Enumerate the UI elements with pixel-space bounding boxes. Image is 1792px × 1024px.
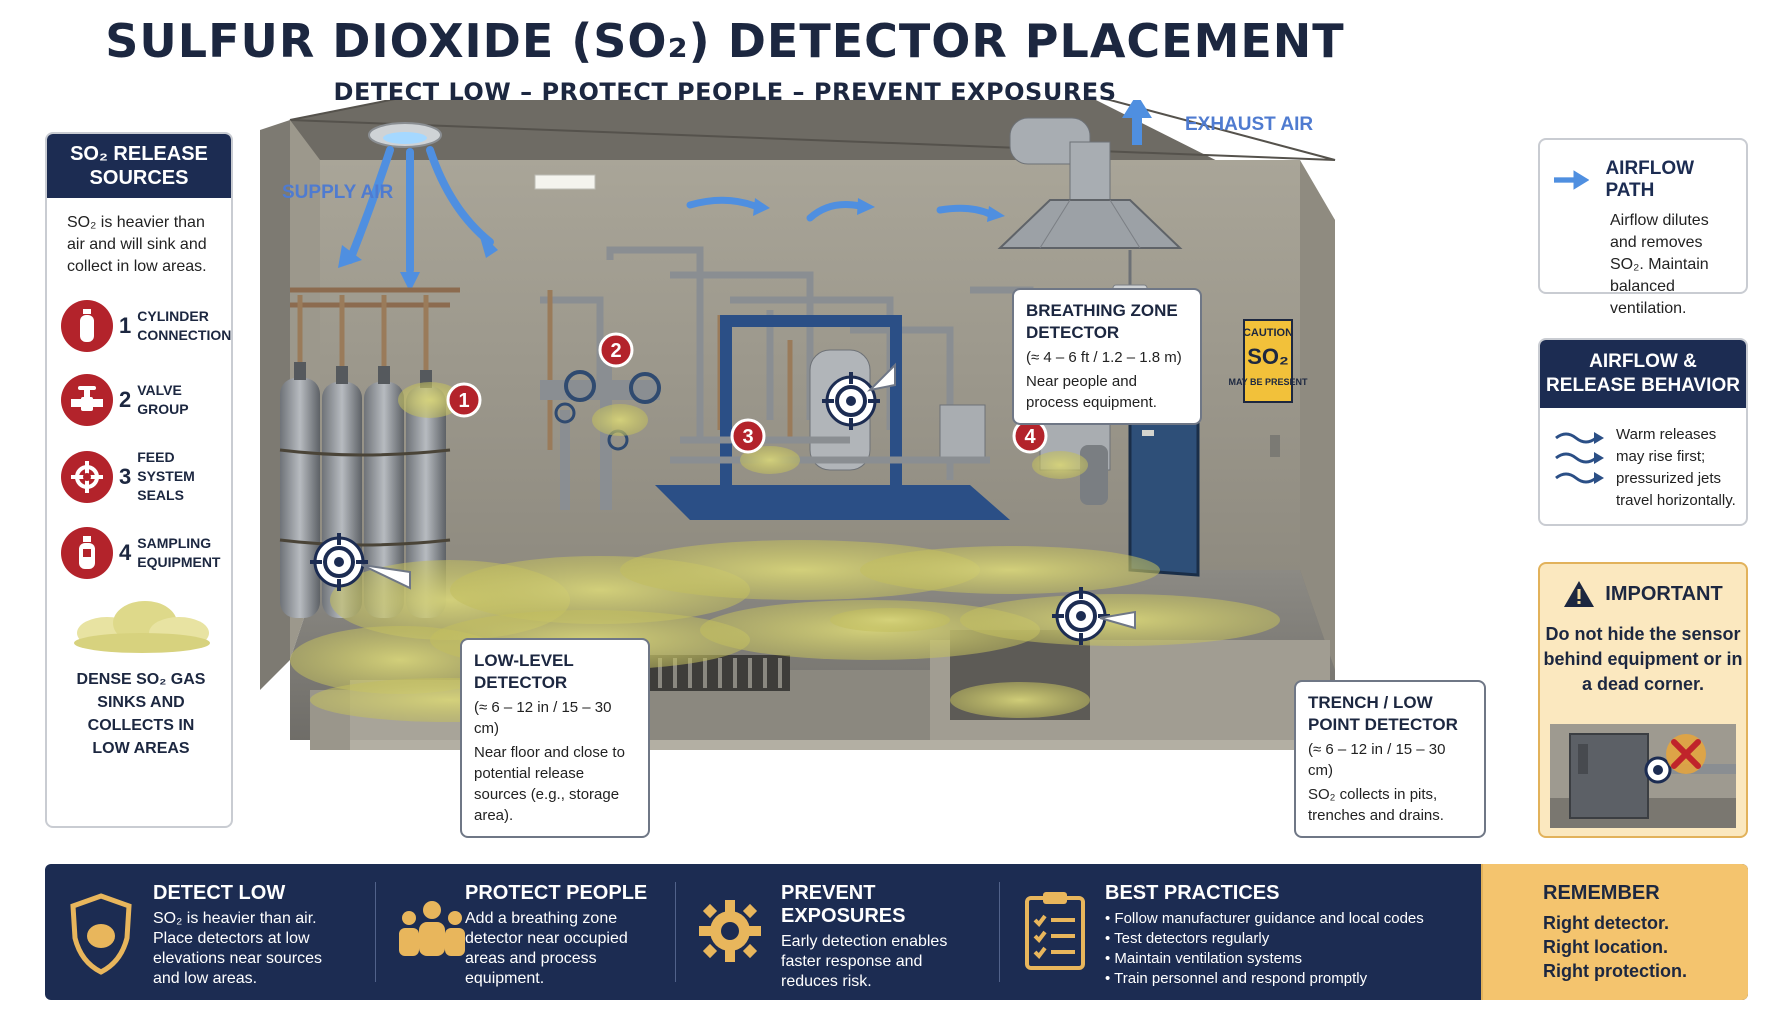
remember-line: Right protection. [1543,961,1687,981]
important-panel: IMPORTANT Do not hide the sensor behind … [1538,562,1748,838]
prevent-exposures-desc: Early detection enables faster response … [781,933,948,990]
marker-number: 4 [1024,426,1036,448]
gear-icon [699,900,761,962]
trench-callout: TRENCH / LOW POINT DETECTOR (≈ 6 – 12 in… [1294,680,1486,838]
source-label: CYLINDER CONNECTIONS [137,308,233,343]
release-behavior-title: AIRFLOW & RELEASE BEHAVIOR [1540,340,1746,408]
caution-sign: CAUTION SO₂ MAY BE PRESENT [1228,319,1308,403]
wavy-arrows-icon [1555,432,1604,484]
sampling-icon [61,527,113,579]
low-level-desc: Near floor and close to potential releas… [474,744,625,824]
red-x-icon [1671,739,1701,769]
release-behavior-desc: Warm releases may rise first; pressurize… [1616,426,1736,509]
airflow-path-title: AIRFLOW PATH [1605,158,1695,201]
trench-range: (≈ 6 – 12 in / 15 – 30 cm) [1308,741,1446,779]
valve-icon [61,374,113,426]
trench-title: TRENCH / LOW POINT DETECTOR [1308,693,1458,734]
supply-air-label: SUPPLY AIR [282,182,394,203]
detect-low-title: DETECT LOW [153,882,286,904]
protect-people-title: PROTECT PEOPLE [465,882,648,904]
release-behavior-panel: AIRFLOW & RELEASE BEHAVIOR Warm releases… [1538,338,1748,526]
detect-low-section: DETECT LOW SO₂ is heavier than air. Plac… [153,864,353,1000]
best-practice-item: • Maintain ventilation systems [1105,950,1302,967]
bottom-summary-bar: DETECT LOW SO₂ is heavier than air. Plac… [45,864,1748,1000]
breathing-zone-title: BREATHING ZONE DETECTOR [1026,301,1178,342]
remember-line: Right location. [1543,937,1668,957]
clipboard-icon [1025,892,1085,970]
low-level-range: (≈ 6 – 12 in / 15 – 30 cm) [474,699,612,737]
source-item-4: 4 SAMPLING EQUIPMENT [61,527,220,579]
airflow-path-panel: AIRFLOW PATH Airflow dilutes and removes… [1538,138,1748,317]
remember-section: REMEMBER Right detector. Right location.… [1481,864,1748,1000]
seal-icon [61,450,113,503]
best-practices-title: BEST PRACTICES [1105,882,1280,904]
warning-icon [1564,581,1595,607]
source-marker-2: 2 [598,332,634,368]
airflow-path-desc: Airflow dilutes and removes SO₂. Maintai… [1610,212,1709,317]
shield-icon [70,893,132,975]
breathing-zone-desc: Near people and process equipment. [1026,373,1157,411]
source-marker-3: 3 [730,418,766,454]
so2-gas-cloud [290,382,1280,722]
important-desc: Do not hide the sensor behind equipment … [1543,624,1743,694]
source-item-1: 1 CYLINDER CONNECTIONS [61,300,231,352]
gas-cloud-icon [74,601,210,653]
remember-title: REMEMBER [1543,882,1660,904]
source-label: SAMPLING EQUIPMENT [137,535,221,570]
source-item-2: 2 VALVE GROUP [61,374,215,426]
source-number: 4 [119,540,132,565]
cylinder-icon [61,300,113,352]
trench-detector-icon [1052,587,1110,645]
source-number: 3 [119,463,132,489]
marker-number: 1 [458,390,469,412]
arrow-right-icon [1554,170,1590,190]
protect-people-section: PROTECT PEOPLE Add a breathing zone dete… [465,864,655,1000]
trench-desc: SO₂ collects in pits, trenches and drain… [1308,786,1444,824]
room-scene: SUPPLY AIR EXHAUST AIR [250,91,1530,868]
best-practice-item: • Follow manufacturer guidance and local… [1105,910,1424,927]
source-label: FEED SYSTEM SEALS [137,449,195,503]
caution-sign-line3: MAY BE PRESENT [1228,377,1308,387]
low-level-callout: LOW-LEVEL DETECTOR (≈ 6 – 12 in / 15 – 3… [460,638,650,838]
source-item-3: 3 FEED SYSTEM SEALS [61,448,215,505]
important-title: IMPORTANT [1605,582,1723,605]
best-practice-item: • Train personnel and respond promptly [1105,970,1368,987]
source-label: VALVE GROUP [137,382,189,417]
exhaust-hood [997,117,1183,249]
protect-people-desc: Add a breathing zone detector near occup… [465,910,628,987]
hidden-sensor-image [1550,724,1736,828]
people-icon [399,901,465,956]
low-level-title: LOW-LEVEL DETECTOR [474,651,574,692]
marker-number: 3 [742,426,753,448]
best-practice-item: • Test detectors regularly [1105,930,1270,947]
release-sources-footer: DENSE SO₂ GAS SINKS AND COLLECTS IN LOW … [76,671,206,757]
detect-low-desc: SO₂ is heavier than air. Place detectors… [153,910,322,987]
exhaust-air-label: EXHAUST AIR [1185,114,1313,135]
breathing-zone-callout: BREATHING ZONE DETECTOR (≈ 4 – 6 ft / 1.… [1012,288,1202,425]
page-title: SULFUR DIOXIDE (SO₂) DETECTOR PLACEMENT [105,14,1345,68]
breathing-zone-detector-icon [822,372,880,430]
source-marker-1: 1 [446,382,482,418]
breathing-zone-range: (≈ 4 – 6 ft / 1.2 – 1.8 m) [1026,349,1182,366]
prevent-exposures-section: PREVENT EXPOSURES Early detection enable… [781,864,981,1000]
source-number: 1 [119,313,132,338]
low-level-detector-icon [310,533,368,591]
release-sources-panel: SO₂ RELEASE SOURCES SO₂ is heavier than … [45,132,233,828]
release-sources-intro: SO₂ is heavier than air and will sink an… [67,214,207,275]
prevent-exposures-title: PREVENT EXPOSURES [781,882,906,927]
marker-number: 2 [610,340,621,362]
caution-sign-line1: CAUTION [1243,327,1293,339]
release-sources-title: SO₂ RELEASE SOURCES [47,134,231,198]
best-practices-section: BEST PRACTICES • Follow manufacturer gui… [1105,864,1435,1000]
source-number: 2 [119,387,132,412]
feed-system-skid [655,315,1010,520]
caution-sign-line2: SO₂ [1247,344,1289,369]
source-marker-4: 4 [1012,418,1048,454]
remember-line: Right detector. [1543,913,1670,933]
